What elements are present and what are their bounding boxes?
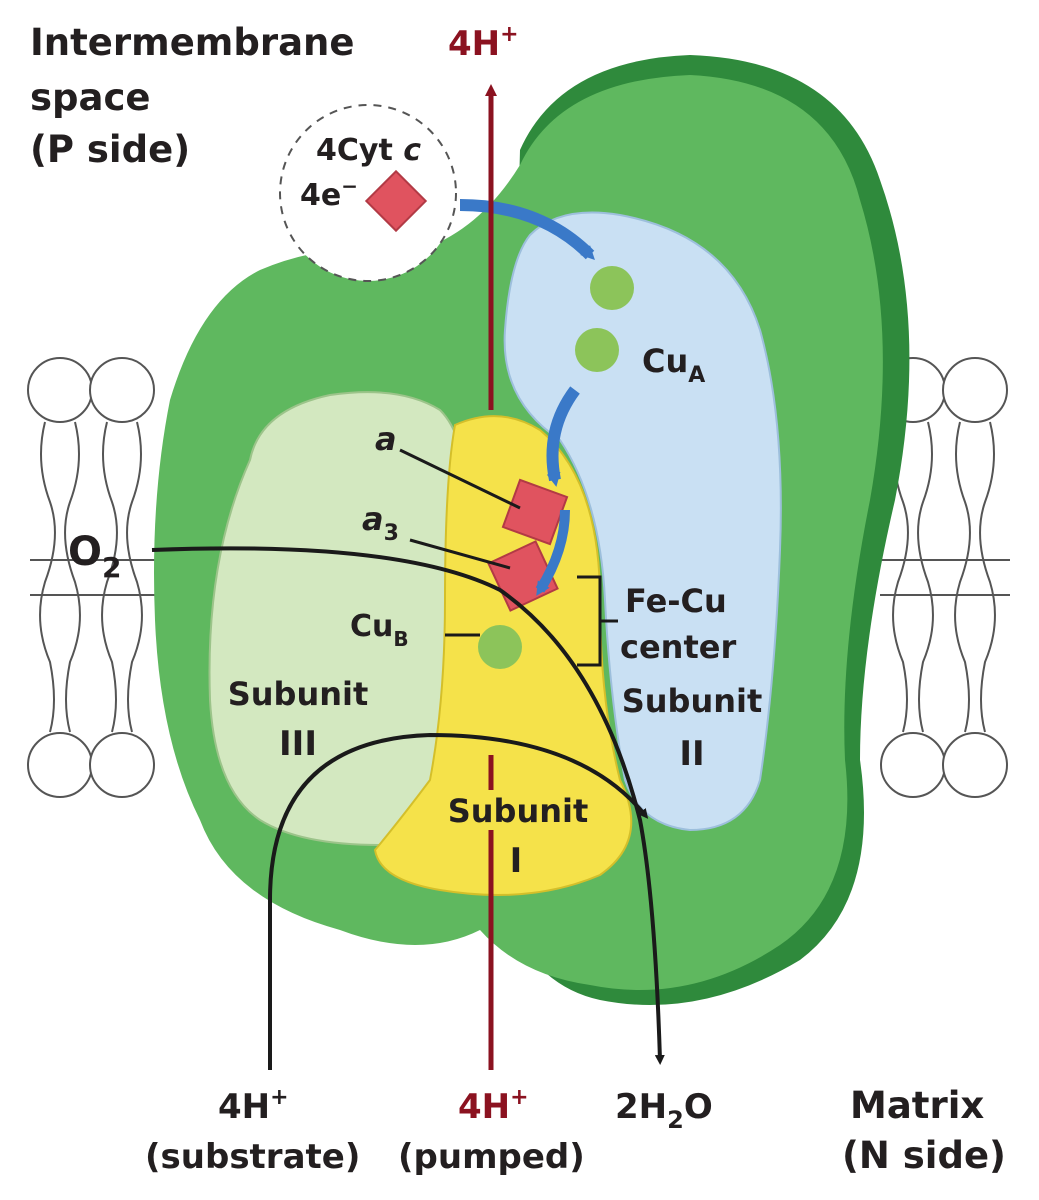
electron-arrow-cua-to-heme <box>546 386 580 487</box>
cu-a-center-1 <box>590 266 634 310</box>
substrate-proton-path-arrow <box>268 732 649 1070</box>
label-heme-a: a <box>375 420 397 458</box>
label-subunit-ii-numeral: II <box>679 734 704 774</box>
label-center: center <box>620 628 736 666</box>
electron-arrow-heme-to-a3 <box>535 509 570 596</box>
leader-heme-a3 <box>409 538 511 570</box>
label-subunit-iii: Subunit <box>228 675 369 713</box>
label-water: 2H2O <box>615 1087 713 1134</box>
label-o2: O2 <box>68 529 122 584</box>
label-subunit-i-numeral: I <box>510 841 523 881</box>
label-h-top: 4H+ <box>448 22 519 64</box>
label-heme-a3: a3 <box>362 500 399 546</box>
label-substrate: (substrate) <box>145 1137 360 1177</box>
label-subunit-iii-numeral: III <box>279 724 317 764</box>
subunit-ii <box>503 211 782 832</box>
label-subunit-i: Subunit <box>448 792 589 830</box>
label-cyt-c: 4Cyt c <box>316 133 421 168</box>
label-intermembrane: Intermembrane <box>30 21 354 64</box>
leader-heme-a <box>399 448 521 510</box>
label-h-substrate: 4H+ <box>218 1085 289 1127</box>
label-cu-b: CuB <box>350 609 409 651</box>
label-h-pumped: 4H+ <box>458 1085 529 1127</box>
membrane-left <box>27 357 160 798</box>
membrane-right <box>880 357 1010 798</box>
label-fe-cu: Fe-Cu <box>625 582 727 620</box>
label-n-side: (N side) <box>842 1134 1006 1177</box>
label-subunit-ii: Subunit <box>622 682 763 720</box>
label-space: space <box>30 76 151 119</box>
cu-b-center <box>478 625 522 669</box>
label-matrix: Matrix <box>850 1084 984 1127</box>
cu-a-center-2 <box>575 328 619 372</box>
fe-cu-bracket <box>577 575 618 667</box>
o2-path-arrow <box>151 546 665 1065</box>
label-pumped: (pumped) <box>398 1137 585 1177</box>
label-cu-a: CuA <box>642 342 705 388</box>
label-e-minus: 4e− <box>300 174 358 213</box>
cytochrome-c-circle <box>279 104 457 282</box>
electron-arrow-cytc-to-cua <box>459 199 595 260</box>
cytochrome-c-heme <box>364 169 428 233</box>
label-p-side: (P side) <box>30 128 190 171</box>
